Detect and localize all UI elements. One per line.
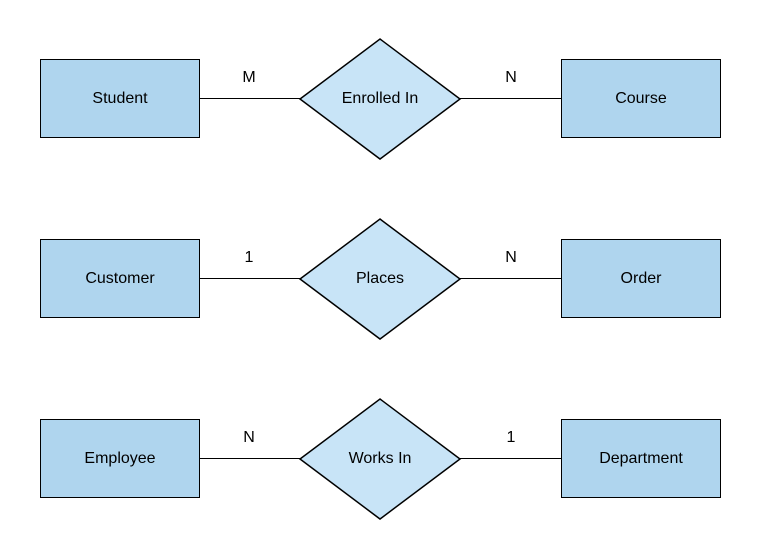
relationship-diamond-places bbox=[298, 218, 462, 340]
relationship-label: Places bbox=[355, 270, 405, 287]
entity-label: Employee bbox=[84, 449, 156, 467]
connector-student-enrolledin bbox=[200, 98, 300, 99]
er-row-student-course: Student M Enrolled In N Course bbox=[0, 9, 761, 189]
entity-department: Department bbox=[561, 419, 721, 498]
relationship-label: Enrolled In bbox=[341, 90, 419, 107]
cardinality-label: N bbox=[243, 429, 255, 446]
diamond-shape bbox=[298, 218, 462, 340]
cardinality-label: 1 bbox=[244, 249, 254, 266]
relationship-diamond-enrolled-in bbox=[298, 38, 462, 160]
relationship-label: Works In bbox=[348, 450, 412, 467]
entity-label: Department bbox=[599, 449, 683, 467]
cardinality-label: M bbox=[242, 69, 256, 86]
cardinality-label: 1 bbox=[506, 429, 516, 446]
entity-order: Order bbox=[561, 239, 721, 318]
entity-employee: Employee bbox=[40, 419, 200, 498]
entity-label: Student bbox=[92, 89, 148, 107]
entity-label: Course bbox=[615, 89, 667, 107]
entity-label: Customer bbox=[85, 269, 155, 287]
cardinality-label: N bbox=[505, 69, 517, 86]
relationship-diamond-works-in bbox=[298, 398, 462, 520]
connector-worksin-department bbox=[460, 458, 561, 459]
entity-customer: Customer bbox=[40, 239, 200, 318]
entity-label: Order bbox=[620, 269, 662, 287]
entity-student: Student bbox=[40, 59, 200, 138]
entity-course: Course bbox=[561, 59, 721, 138]
connector-employee-worksin bbox=[200, 458, 300, 459]
er-row-customer-order: Customer 1 Places N Order bbox=[0, 189, 761, 369]
cardinality-label: N bbox=[505, 249, 517, 266]
diamond-shape bbox=[298, 398, 462, 520]
connector-customer-places bbox=[200, 278, 300, 279]
connector-enrolledin-course bbox=[460, 98, 561, 99]
diamond-shape bbox=[298, 38, 462, 160]
er-row-employee-department: Employee N Works In 1 Department bbox=[0, 369, 761, 549]
connector-places-order bbox=[460, 278, 561, 279]
